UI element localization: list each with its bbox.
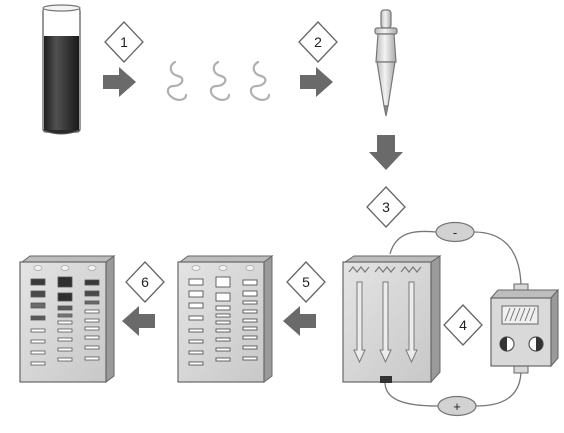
wire: [384, 230, 522, 407]
migration-arrow-icon: [379, 281, 392, 364]
negative-terminal: -: [435, 221, 475, 243]
step-4-marker: 4: [443, 304, 483, 346]
positive-terminal: +: [437, 395, 477, 417]
well-icon: [33, 265, 97, 271]
step-6-label: 6: [141, 274, 149, 290]
step-2-marker: 2: [298, 21, 338, 63]
gel-plate-icon: [177, 255, 274, 383]
pipette-icon: [374, 9, 398, 117]
arrow-icon: [369, 135, 403, 170]
step-4-label: 4: [459, 317, 467, 333]
gel-box-icon: [342, 255, 442, 384]
step-1-marker: 1: [104, 21, 144, 63]
step-3-label: 3: [382, 199, 390, 215]
step-6-marker: 6: [125, 261, 165, 303]
step-5-marker: 5: [286, 261, 326, 303]
arrow-icon: [300, 67, 333, 97]
migration-arrow-icon: [405, 281, 418, 364]
arrow-icon: [122, 306, 155, 336]
positive-terminal-label: +: [453, 399, 461, 414]
power-supply-icon: [489, 283, 560, 374]
arrow-icon: [283, 306, 316, 336]
step-5-label: 5: [302, 274, 310, 290]
well-icon: [191, 265, 255, 271]
stained-gel-icon: [19, 255, 116, 383]
negative-terminal-label: -: [453, 225, 457, 240]
step-3-marker: 3: [366, 186, 406, 228]
arrow-icon: [103, 67, 136, 97]
migration-arrow-icon: [353, 281, 366, 364]
test-tube-icon: [42, 4, 81, 135]
stained-bands: [30, 276, 100, 366]
step-1-label: 1: [120, 34, 128, 50]
step-2-label: 2: [314, 34, 322, 50]
dna-strand-icon: [166, 60, 271, 101]
outlined-bands: [188, 276, 258, 366]
